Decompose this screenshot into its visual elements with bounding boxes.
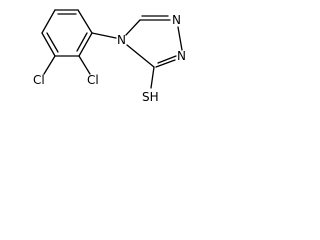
bond-benzene-2 xyxy=(77,9,93,34)
bond-benzene-double-3 xyxy=(46,32,59,53)
bond-to-cl-right xyxy=(78,55,91,75)
bond-n2-c3-double xyxy=(157,55,177,64)
bond-benzene-6 xyxy=(41,9,56,34)
atom-label-sh: SH xyxy=(142,90,159,104)
bond-c3-n4 xyxy=(126,44,155,68)
bond-aryl-to-n xyxy=(91,32,117,39)
atom-label-cl-right: Cl xyxy=(87,73,99,87)
bond-c-sh xyxy=(150,66,155,89)
structure-canvas: Cl Cl N N N SH xyxy=(0,0,203,116)
bond-n4-c5 xyxy=(125,19,141,36)
bond-benzene-5 xyxy=(41,32,56,57)
atom-label-cl-left: Cl xyxy=(33,73,45,87)
atom-label-n-right: N xyxy=(177,49,186,63)
atom-label-n-ring: N xyxy=(117,33,126,47)
bond-n2-c3 xyxy=(155,59,176,68)
bond-n1-n2 xyxy=(177,26,183,51)
molecule-diagram: Cl Cl N N N SH xyxy=(33,9,186,104)
atom-label-n-top: N xyxy=(172,13,181,27)
bond-benzene-double-2 xyxy=(76,32,88,52)
bond-benzene-3 xyxy=(78,32,93,57)
bond-to-cl-left xyxy=(43,55,56,75)
